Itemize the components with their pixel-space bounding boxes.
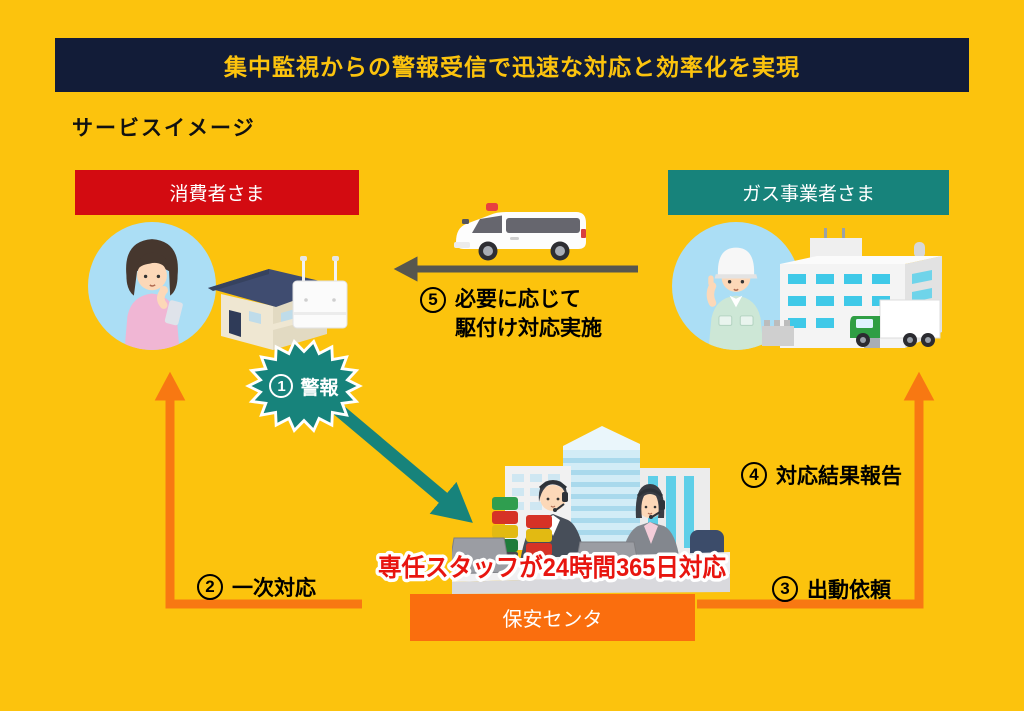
step4-label: 4 対応結果報告 — [741, 460, 902, 490]
step2-number: 2 — [197, 574, 223, 600]
glass-tower-icon — [563, 426, 640, 546]
signal-tower-icon — [526, 515, 552, 567]
step5-number: 5 — [420, 286, 446, 313]
step2-text: 一次対応 — [232, 577, 316, 600]
consumer-node: 消費者さま — [75, 170, 359, 215]
section-label: サービスイメージ — [72, 117, 256, 140]
laptop-icon — [452, 537, 511, 575]
gas-meter-icon — [292, 256, 348, 329]
step5-text-line1: 必要に応じて — [455, 288, 581, 311]
alarm-starburst: 1 警報 — [244, 338, 364, 434]
step4-number: 4 — [741, 462, 767, 488]
security-center-illustration — [452, 426, 730, 594]
step3-number: 3 — [772, 576, 798, 602]
emergency-van-icon — [454, 203, 586, 261]
step5-text-line2: 駆付け対応実施 — [455, 317, 602, 340]
security-center-node: 保安センタ — [410, 594, 695, 641]
step1-number: 1 — [269, 374, 294, 398]
step1-text: 警報 — [300, 377, 339, 399]
staff-24-365-banner-text: 専任スタッフが24時間365日対応 — [378, 553, 726, 582]
page-title: 集中監視からの警報受信で迅速な対応と効率化を実現 — [224, 54, 800, 80]
house-icon — [208, 269, 337, 350]
delivery-truck-icon — [850, 299, 941, 347]
step4-text: 対応結果報告 — [776, 465, 902, 488]
gas-company-building-icon — [762, 228, 942, 348]
step3-text: 出動依頼 — [807, 579, 891, 602]
gas-operator-node: ガス事業者さま — [668, 170, 949, 215]
step2-label: 2 一次対応 — [197, 572, 316, 602]
page-title-bar: 集中監視からの警報受信で迅速な対応と効率化を実現 — [55, 38, 969, 92]
consumer-avatar-woman-with-phone-icon — [88, 222, 216, 350]
step1-label: 1 警報 — [244, 338, 364, 434]
laptop-icon — [573, 541, 641, 577]
staff-24-365-banner: 専任スタッフが24時間365日対応 — [375, 550, 730, 586]
gas-worker-avatar-icon — [672, 222, 800, 350]
step5-label: 5 必要に応じて 駆付け対応実施 — [420, 285, 602, 343]
step3-label: 3 出動依頼 — [772, 574, 891, 604]
